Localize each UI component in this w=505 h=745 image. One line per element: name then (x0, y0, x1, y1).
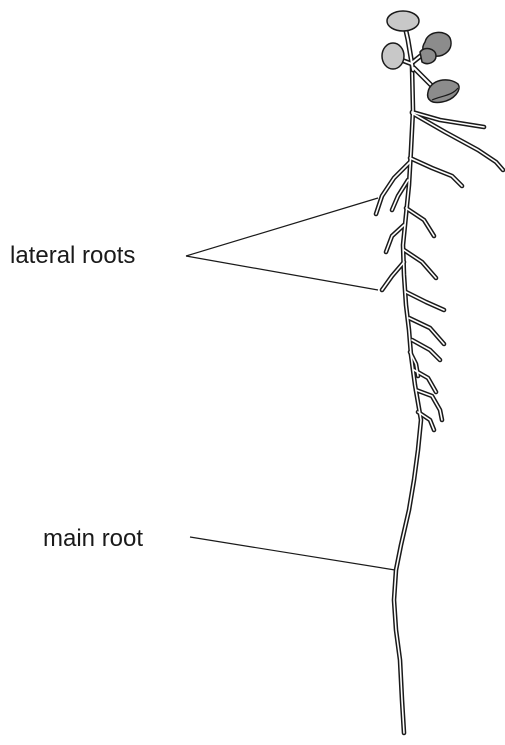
leaf (382, 43, 404, 69)
shoot (382, 11, 459, 103)
root-outline-layer (376, 66, 503, 733)
lateral-root (406, 208, 434, 236)
lateral-roots-label: lateral roots (10, 244, 135, 268)
lateral-root (404, 250, 436, 278)
callout-line-main-root (190, 537, 395, 570)
callout-lines (186, 198, 395, 570)
root-system (376, 66, 503, 733)
callout-line-lateral-lower (186, 256, 378, 290)
main-root-label: main root (43, 527, 143, 551)
leaf (387, 11, 419, 31)
callout-line-lateral-upper (186, 198, 378, 256)
leaf (420, 49, 436, 64)
